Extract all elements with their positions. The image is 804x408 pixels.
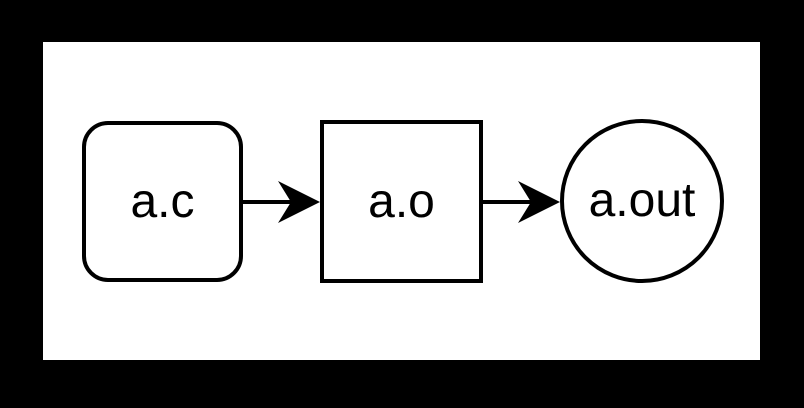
node-a-out: a.out: [560, 119, 724, 283]
diagram-canvas: a.c a.o a.out: [43, 42, 760, 360]
edge-a-c-to-a-o: [243, 181, 320, 223]
node-a-c-label: a.c: [130, 174, 195, 228]
edge-a-o-to-a-out: [483, 181, 560, 223]
node-a-o: a.o: [320, 120, 483, 283]
edges-layer: [243, 181, 560, 223]
arrowhead-icon: [278, 181, 320, 223]
arrowhead-icon: [518, 181, 560, 223]
node-a-o-label: a.o: [368, 174, 435, 228]
node-a-out-label: a.out: [588, 174, 696, 227]
node-a-c: a.c: [82, 121, 243, 282]
